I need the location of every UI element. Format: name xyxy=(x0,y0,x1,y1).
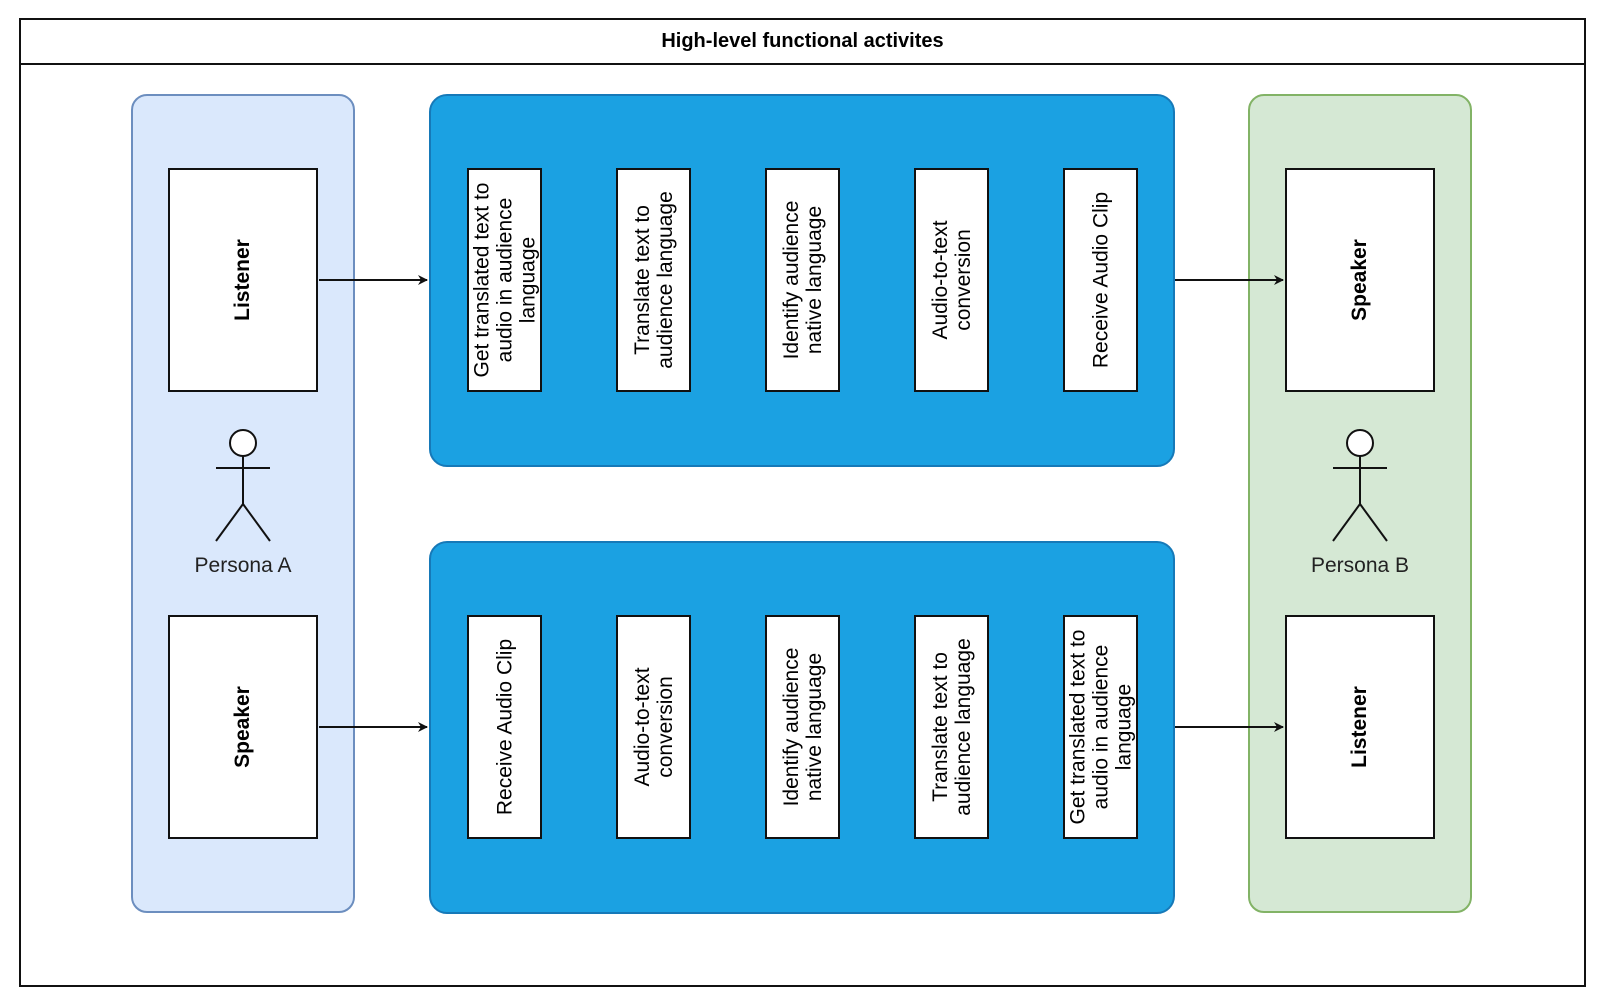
bottom-step-3-label: Identify audience native language xyxy=(779,647,826,807)
stick-figure-icon xyxy=(1332,429,1388,542)
top-step-3: Identify audience native language xyxy=(765,168,840,392)
top-step-1: Get translated text to audio in audience… xyxy=(467,168,542,392)
persona-a-label: Persona A xyxy=(194,554,292,577)
top-process-container: Get translated text to audio in audience… xyxy=(429,94,1175,467)
bottom-step-4: Translate text to audience language xyxy=(914,615,989,839)
top-step-3-label: Identify audience native language xyxy=(779,200,826,360)
stick-figure-icon xyxy=(215,429,271,542)
top-step-2-label: Translate text to audience language xyxy=(630,191,677,369)
persona-a-listener-box: Listener xyxy=(168,168,318,392)
top-step-5: Receive Audio Clip xyxy=(1063,168,1138,392)
persona-a-listener-label: Listener xyxy=(230,239,254,321)
diagram-header: High-level functional activites xyxy=(21,20,1584,65)
bottom-process-container: Receive Audio Clip Audio-to-text convers… xyxy=(429,541,1175,914)
top-step-4-label: Audio-to-text conversion xyxy=(928,220,975,340)
top-step-5-label: Receive Audio Clip xyxy=(1089,191,1112,369)
bottom-step-2-label: Audio-to-text conversion xyxy=(630,667,677,787)
persona-b-listener-box: Listener xyxy=(1285,615,1435,839)
bottom-step-5-label: Get translated text to audio in audience… xyxy=(1066,629,1135,825)
bottom-step-4-label: Translate text to audience language xyxy=(928,638,975,816)
persona-a-speaker-box: Speaker xyxy=(168,615,318,839)
bottom-step-1: Receive Audio Clip xyxy=(467,615,542,839)
persona-b-label: Persona B xyxy=(1310,554,1410,577)
bottom-step-5: Get translated text to audio in audience… xyxy=(1063,615,1138,839)
diagram-title: High-level functional activites xyxy=(661,30,944,52)
persona-b-speaker-box: Speaker xyxy=(1285,168,1435,392)
persona-b-speaker-label: Speaker xyxy=(1347,239,1371,321)
bottom-step-1-label: Receive Audio Clip xyxy=(493,638,516,816)
top-step-4: Audio-to-text conversion xyxy=(914,168,989,392)
persona-a-speaker-label: Speaker xyxy=(230,686,254,768)
top-step-1-label: Get translated text to audio in audience… xyxy=(470,182,539,378)
top-step-2: Translate text to audience language xyxy=(616,168,691,392)
persona-b-listener-label: Listener xyxy=(1347,686,1371,768)
diagram-frame: High-level functional activites xyxy=(19,18,1586,987)
bottom-step-3: Identify audience native language xyxy=(765,615,840,839)
bottom-step-2: Audio-to-text conversion xyxy=(616,615,691,839)
